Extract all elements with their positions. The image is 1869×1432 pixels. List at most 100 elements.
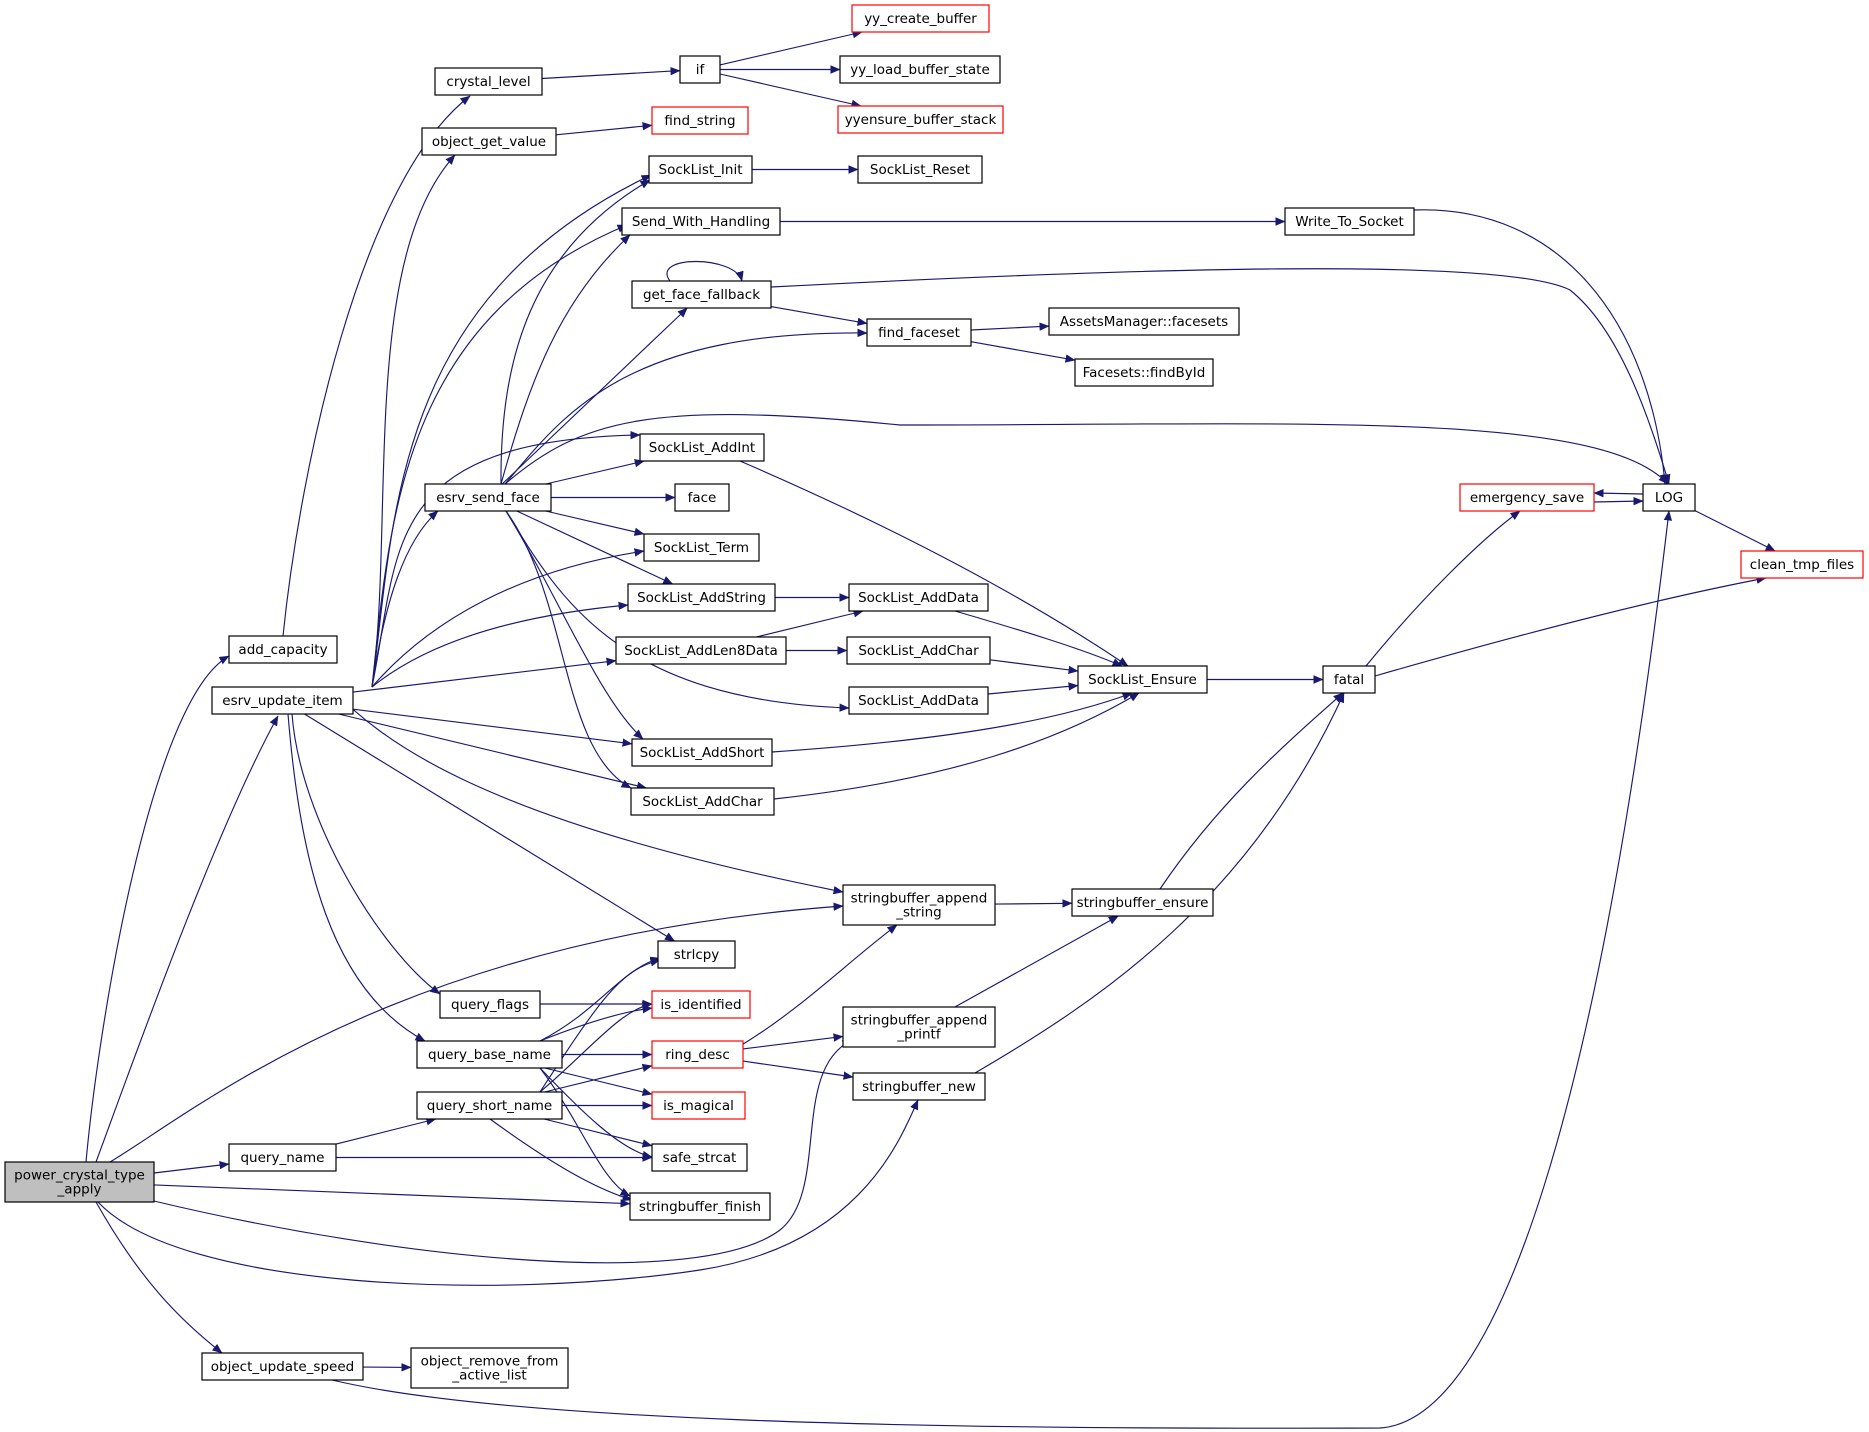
edge-query_name-to-query_short_name [335,1117,437,1145]
node-ring_desc[interactable]: ring_desc [651,1040,744,1069]
edge-query_short_name-to-is_identified [539,1001,653,1093]
node-box [842,884,996,926]
edge-esrv_send_face-to-find_faceset [504,328,868,485]
node-LOG[interactable]: LOG [1642,483,1696,512]
node-box [211,686,354,715]
node-SockList_AddString[interactable]: SockList_AddString [627,583,776,612]
node-box [228,635,338,664]
node-if[interactable]: if [679,55,721,84]
node-query_short_name[interactable]: query_short_name [416,1091,563,1120]
edge-power_crystal_type_apply-to-query_name [153,1160,230,1174]
node-Write_To_Socket[interactable]: Write_To_Socket [1284,207,1415,236]
node-esrv_send_face[interactable]: esrv_send_face [424,483,552,512]
edge-query_short_name-to-safe_strcat [543,1118,653,1148]
node-find_string[interactable]: find_string [651,106,749,135]
node-SockList_AddChar_1[interactable]: SockList_AddChar [846,636,991,665]
node-object_update_speed[interactable]: object_update_speed [201,1352,364,1381]
node-SockList_AddShort[interactable]: SockList_AddShort [631,738,773,767]
edge-get_face_fallback-to-LOG [770,268,1671,485]
node-box [857,155,983,184]
node-box [4,1161,155,1203]
node-box [1284,207,1415,236]
node-esrv_update_item[interactable]: esrv_update_item [211,686,354,715]
node-box [1048,307,1240,336]
node-stringbuffer_finish[interactable]: stringbuffer_finish [629,1192,771,1221]
node-SockList_AddLen8Data[interactable]: SockList_AddLen8Data [615,636,787,665]
node-query_flags[interactable]: query_flags [439,990,541,1019]
node-safe_strcat[interactable]: safe_strcat [651,1143,748,1172]
node-box [639,433,765,462]
node-label: Facesets::findById [1083,365,1206,381]
edge-esrv_update_item-to-query_base_name [287,713,426,1042]
node-query_name[interactable]: query_name [228,1143,337,1172]
node-SockList_AddData_2[interactable]: SockList_AddData [848,686,989,715]
node-label: query_name [240,1150,324,1166]
node-label: stringbuffer_finish [639,1199,761,1215]
node-strlcpy[interactable]: strlcpy [657,940,736,969]
node-box [1642,483,1696,512]
node-label: yy_create_buffer [864,11,977,27]
edge-power_crystal_type_apply-to-add_capacity [85,655,230,1163]
node-find_faceset[interactable]: find_faceset [866,318,972,347]
node-stringbuffer_ensure[interactable]: stringbuffer_ensure [1071,888,1214,917]
edge-esrv_send_face-to-LOG [504,413,1669,485]
edge-object_update_speed-to-LOG [331,510,1673,1429]
node-SockList_Reset[interactable]: SockList_Reset [857,155,983,184]
edge-query_base_name-to-is_identified [539,1005,653,1042]
node-fatal[interactable]: fatal [1322,665,1376,694]
node-label: fatal [1334,672,1364,688]
node-SockList_Init[interactable]: SockList_Init [648,155,753,184]
edge-power_crystal_type_apply-to-object_update_speed [95,1201,223,1354]
node-SockList_AddData_1[interactable]: SockList_AddData [848,583,989,612]
node-label: SockList_AddShort [640,745,765,761]
node-clean_tmp_files[interactable]: clean_tmp_files [1740,550,1864,579]
edge-SockList_AddChar_1-to-SockList_Ensure [989,659,1079,675]
node-Facesets_findById[interactable]: Facesets::findById [1074,358,1214,387]
node-is_identified[interactable]: is_identified [651,990,751,1019]
node-box [852,1072,986,1101]
node-layer: power_crystal_type_applyadd_capacityesrv… [4,4,1864,1389]
node-emergency_save[interactable]: emergency_save [1459,483,1595,512]
node-AssetsManager_facesets[interactable]: AssetsManager::facesets [1048,307,1240,336]
edge-ring_desc-to-stringbuffer_append_printf [742,1033,844,1050]
node-label: face [688,490,717,506]
node-box [839,55,1001,84]
edge-find_faceset-to-AssetsManager_facesets [970,322,1050,331]
node-crystal_level[interactable]: crystal_level [434,67,543,96]
node-power_crystal_type_apply[interactable]: power_crystal_type_apply [4,1161,155,1203]
edge-query_base_name-to-stringbuffer_finish [539,1067,631,1197]
node-label: LOG [1655,490,1683,506]
node-stringbuffer_append_printf[interactable]: stringbuffer_append_printf [842,1006,996,1048]
node-SockList_Term[interactable]: SockList_Term [643,533,760,562]
node-label: stringbuffer_ensure [1077,895,1209,911]
node-box [1459,483,1595,512]
edge-stringbuffer_append_string-to-stringbuffer_ensure [994,899,1073,908]
node-yyensure_buffer_stack[interactable]: yyensure_buffer_stack [837,105,1004,134]
node-face[interactable]: face [674,483,730,512]
edge-esrv_update_item-to-SockList_Init [371,174,652,688]
edge-query_short_name-to-strlcpy [539,958,661,1093]
node-box [439,990,541,1019]
node-object_get_value[interactable]: object_get_value [421,127,557,156]
node-object_remove_from_active_list[interactable]: object_remove_from_active_list [410,1347,569,1389]
node-label: SockList_Ensure [1088,672,1197,688]
node-box [657,940,736,969]
node-box [201,1352,364,1381]
node-yy_load_buffer_state[interactable]: yy_load_buffer_state [839,55,1001,84]
node-SockList_AddInt[interactable]: SockList_AddInt [639,433,765,462]
node-query_base_name[interactable]: query_base_name [416,1040,563,1069]
node-box [1740,550,1864,579]
node-is_magical[interactable]: is_magical [651,1091,746,1120]
edge-esrv_update_item-to-SockList_Term [371,548,645,688]
node-SockList_Ensure[interactable]: SockList_Ensure [1077,665,1208,694]
node-Send_With_Handling[interactable]: Send_With_Handling [621,207,781,236]
node-get_face_fallback[interactable]: get_face_fallback [631,280,772,309]
node-stringbuffer_new[interactable]: stringbuffer_new [852,1072,986,1101]
node-label: Write_To_Socket [1295,214,1404,230]
node-label: find_string [664,113,735,129]
node-yy_create_buffer[interactable]: yy_create_buffer [851,4,990,33]
node-add_capacity[interactable]: add_capacity [228,635,338,664]
node-SockList_AddChar_2[interactable]: SockList_AddChar [630,787,775,816]
node-stringbuffer_append_string[interactable]: stringbuffer_append_string [842,884,996,926]
node-box [631,738,773,767]
